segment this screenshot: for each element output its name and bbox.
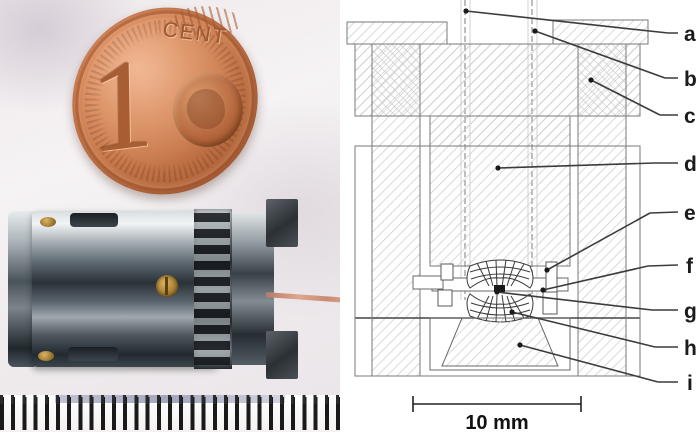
device-tab-bottom (266, 331, 298, 379)
label-c: c (684, 105, 696, 128)
top-plate-left (346, 21, 448, 45)
coil-winding-left (371, 43, 421, 117)
label-a: a (684, 23, 696, 46)
device-set-screw (156, 275, 178, 297)
side-post-left (440, 263, 454, 281)
body-column-right (577, 115, 627, 377)
coin-denomination: 1 (89, 29, 156, 181)
device-photo (8, 195, 340, 385)
device-end-cap (8, 211, 36, 367)
device-notch-top (70, 213, 118, 227)
drawing-geometry (346, 0, 649, 377)
body-column-left (371, 115, 421, 377)
upper-bellows (466, 259, 534, 289)
side-post-left-lower (437, 289, 453, 307)
leader-lines (465, 10, 679, 383)
ruler-scale (0, 395, 340, 432)
conical-base-element (441, 317, 559, 367)
label-d: d (684, 153, 697, 176)
label-h: h (684, 337, 697, 360)
label-f: f (686, 255, 694, 278)
lower-bellows (466, 293, 534, 323)
base-cavity (429, 317, 571, 371)
label-b: b (684, 68, 697, 91)
device-tab-top (266, 199, 298, 247)
device-screw-bottom (38, 351, 54, 361)
label-i: i (687, 372, 693, 395)
ruler-minor-ticks (0, 395, 340, 404)
side-post-right-lower (542, 291, 558, 315)
top-plate-right (552, 19, 649, 45)
sample-tip-node (494, 285, 505, 292)
mid-plate-tab-left (412, 275, 444, 290)
device-slots (194, 213, 230, 365)
device-body (32, 211, 218, 367)
label-e: e (684, 202, 696, 225)
cross-section-svg: a b c d e f g h i 10 mm (346, 0, 697, 432)
label-g: g (684, 300, 697, 323)
central-core (429, 115, 571, 267)
device-screw-top (40, 217, 56, 227)
photograph-panel: CENT 1 (0, 0, 340, 432)
scale-bar (412, 396, 582, 412)
drawing-panel: a b c d e f g h i 10 mm (340, 0, 700, 432)
scale-bar-label: 10 mm (465, 412, 528, 432)
leader-dots (463, 8, 594, 348)
device-notch-bottom (68, 347, 118, 361)
